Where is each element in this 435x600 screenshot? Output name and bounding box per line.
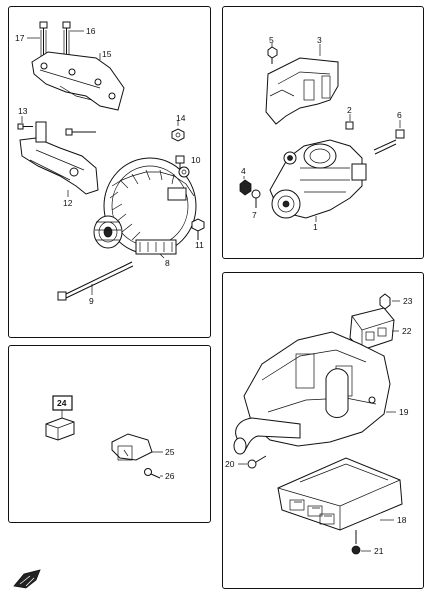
callout-9: 9 xyxy=(89,296,94,306)
alternator-8[interactable] xyxy=(93,157,197,255)
callout-16: 16 xyxy=(86,26,96,36)
callout-23: 23 xyxy=(403,296,413,306)
callout-25: 25 xyxy=(165,447,175,457)
alternator-panel xyxy=(8,6,211,338)
bolt-5[interactable] xyxy=(267,46,278,64)
through-bolt-9[interactable] xyxy=(57,261,134,301)
callout-22: 22 xyxy=(402,326,412,336)
bolt-6[interactable] xyxy=(373,129,405,155)
bolt-26[interactable] xyxy=(144,468,161,479)
bolt-7[interactable] xyxy=(251,189,261,208)
callout-7: 7 xyxy=(252,210,257,220)
callout-14: 14 xyxy=(176,113,186,123)
bolt-horizontal[interactable] xyxy=(65,128,96,136)
alternator-bracket-15[interactable] xyxy=(31,51,125,111)
callout-15: 15 xyxy=(102,49,112,59)
callout-4: 4 xyxy=(241,166,246,176)
bolt-11[interactable] xyxy=(191,218,205,240)
corner-logo-icon xyxy=(13,569,41,589)
callout-3: 3 xyxy=(317,35,322,45)
callout-1: 1 xyxy=(313,222,318,232)
callout-11: 11 xyxy=(195,240,204,250)
starter-motor-1[interactable] xyxy=(269,139,367,219)
clip-2[interactable] xyxy=(345,121,354,130)
callout-12: 12 xyxy=(63,198,73,208)
ecm-unit-18[interactable] xyxy=(277,457,403,531)
callout-box-24 xyxy=(52,395,73,411)
callout-26: 26 xyxy=(165,471,175,481)
callout-24: 24 xyxy=(57,398,67,408)
callout-10: 10 xyxy=(191,155,201,165)
nut-4[interactable] xyxy=(239,179,252,196)
callout-17: 17 xyxy=(15,33,25,43)
relay-bracket-25[interactable] xyxy=(111,433,153,461)
callout-6: 6 xyxy=(397,110,402,120)
callout-19: 19 xyxy=(399,407,409,417)
callout-13: 13 xyxy=(18,106,28,116)
connector-module-22[interactable] xyxy=(349,307,395,351)
bolt-13[interactable] xyxy=(17,123,33,130)
ecm-bracket-19[interactable] xyxy=(233,331,391,455)
callout-21: 21 xyxy=(374,546,384,556)
screw-21[interactable] xyxy=(351,530,361,555)
callout-8: 8 xyxy=(165,258,170,268)
ecm-panel xyxy=(222,272,424,589)
bolt-20[interactable] xyxy=(247,455,267,469)
starter-panel xyxy=(222,6,424,259)
bolt-16[interactable] xyxy=(62,21,71,55)
relay-24[interactable] xyxy=(45,417,75,441)
callout-20: 20 xyxy=(225,459,235,469)
bolt-17[interactable] xyxy=(39,21,48,56)
callout-18: 18 xyxy=(397,515,407,525)
lower-bracket-12[interactable] xyxy=(19,121,99,195)
nut-14[interactable] xyxy=(171,128,185,142)
starter-bracket-3[interactable] xyxy=(265,57,339,125)
callout-2: 2 xyxy=(347,105,352,115)
callout-5: 5 xyxy=(269,35,274,45)
relay-panel xyxy=(8,345,211,523)
